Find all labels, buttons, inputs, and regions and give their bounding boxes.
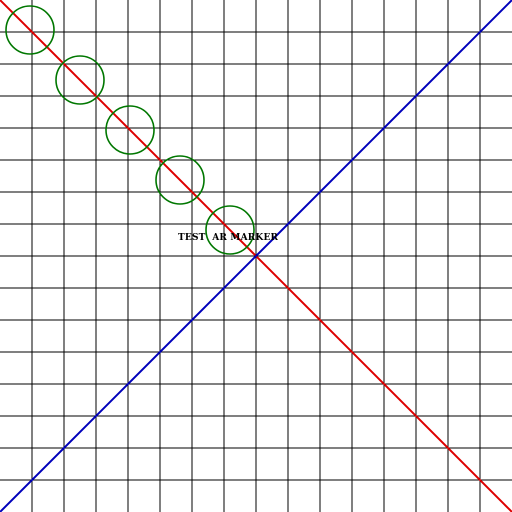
marker-circle (55, 55, 105, 105)
marker-circle (205, 205, 255, 255)
marker-label: TEST AR MARKER (178, 233, 279, 243)
marker-circle (155, 155, 205, 205)
marker-circle (105, 105, 155, 155)
marker-circles (5, 5, 255, 255)
marker-circle (5, 5, 55, 55)
